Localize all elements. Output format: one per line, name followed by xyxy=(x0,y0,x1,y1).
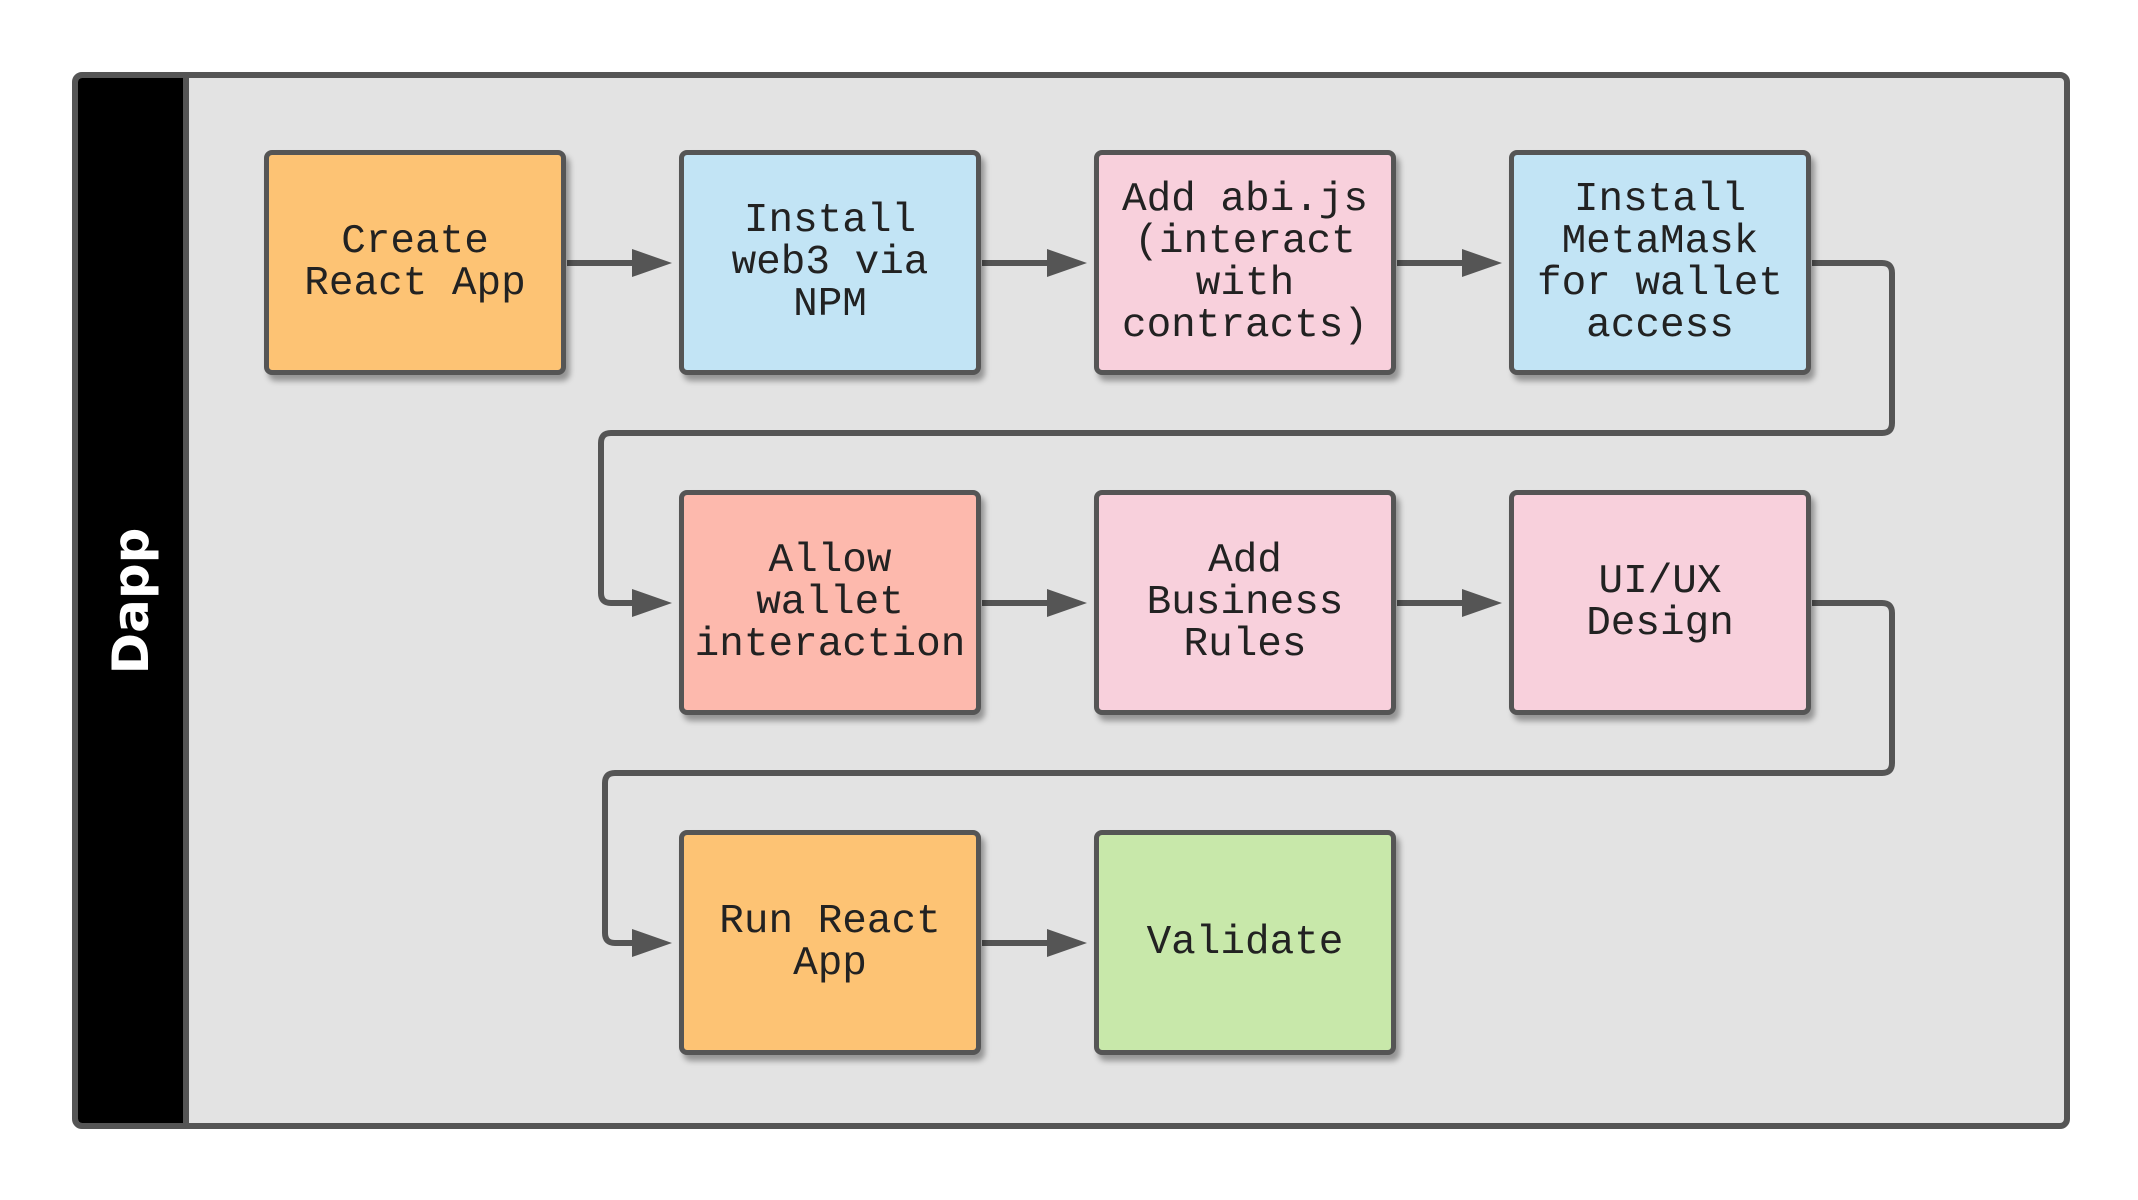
arrowhead xyxy=(1462,589,1502,617)
step-add-abi: Add abi.js (interact with contracts) xyxy=(1094,150,1396,375)
step-run-react-app: Run React App xyxy=(679,830,981,1055)
step-label: Install web3 via NPM xyxy=(731,197,929,328)
step-add-business-rules: Add Business Rules xyxy=(1094,490,1396,715)
step-label: Create React App xyxy=(304,218,526,307)
arrowhead xyxy=(1047,589,1087,617)
step-label: Add Business Rules xyxy=(1146,537,1344,668)
step-allow-wallet-interaction: Allow wallet interaction xyxy=(679,490,981,715)
arrowhead xyxy=(632,929,672,957)
step-label: Validate xyxy=(1146,919,1344,966)
arrowhead xyxy=(632,589,672,617)
step-install-metamask: Install MetaMask for wallet access xyxy=(1509,150,1811,375)
step-create-react-app: Create React App xyxy=(264,150,566,375)
step-ui-ux-design: UI/UX Design xyxy=(1509,490,1811,715)
step-label: Install MetaMask for wallet access xyxy=(1536,176,1784,349)
arrowhead xyxy=(632,249,672,277)
arrowhead xyxy=(1047,929,1087,957)
step-install-web3: Install web3 via NPM xyxy=(679,150,981,375)
swimlane-header: Dapp xyxy=(78,78,189,1123)
step-label: Run React App xyxy=(719,898,941,987)
arrowhead xyxy=(1047,249,1087,277)
step-label: Add abi.js (interact with contracts) xyxy=(1121,176,1369,349)
step-label: UI/UX Design xyxy=(1586,558,1734,647)
connector-elbow xyxy=(598,260,1895,606)
step-label: Allow wallet interaction xyxy=(694,537,966,668)
step-validate: Validate xyxy=(1094,830,1396,1055)
connector-elbow xyxy=(602,600,1895,946)
arrowhead xyxy=(1462,249,1502,277)
